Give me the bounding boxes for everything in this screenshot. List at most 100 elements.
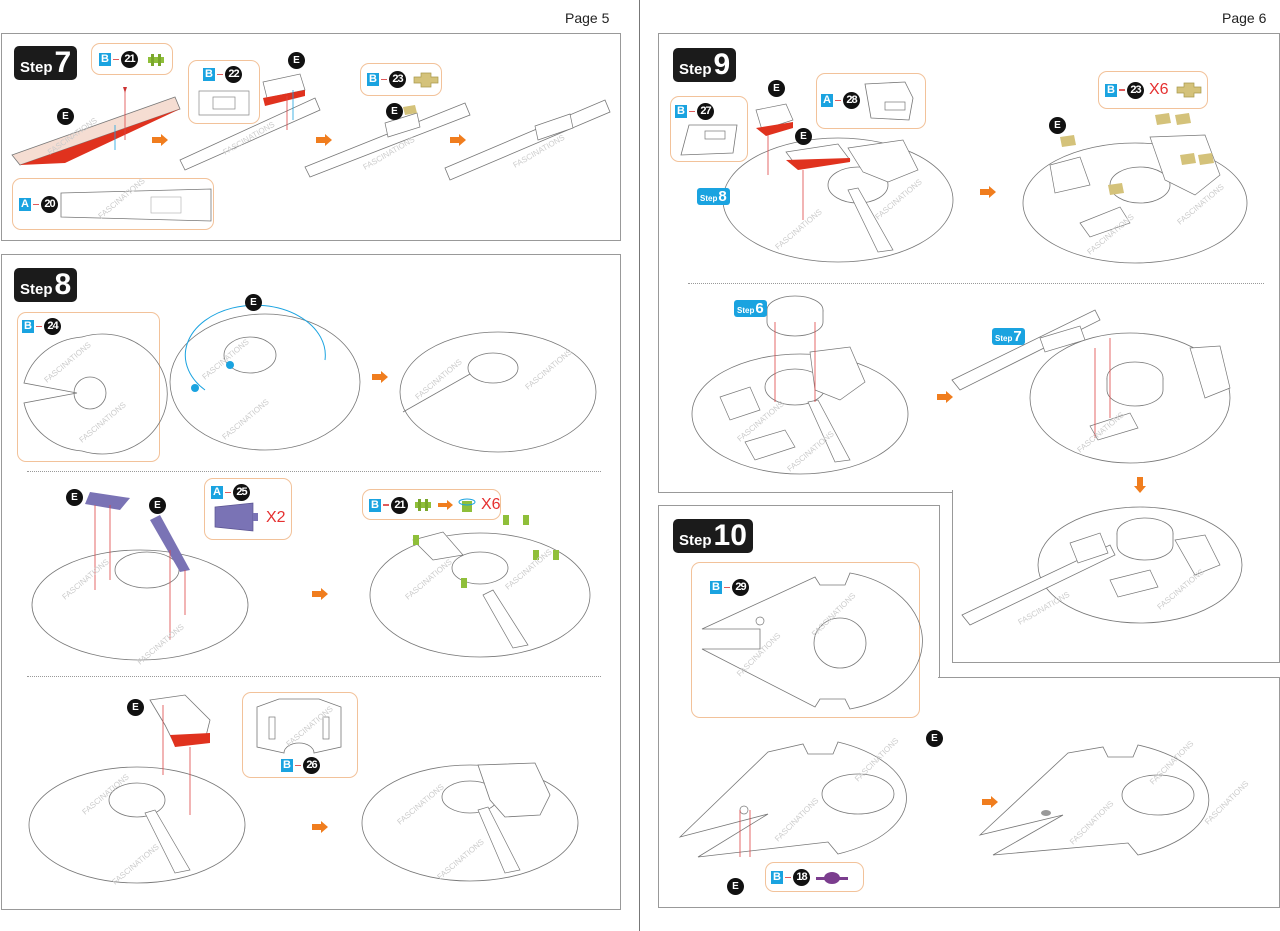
step-9-result: FASCINATIONS FASCINATIONS	[1022, 113, 1248, 264]
step-6-reference: Step 6	[734, 300, 767, 317]
part-number: 21	[121, 51, 138, 68]
part-a28-outline	[864, 81, 914, 121]
part-number: 29	[732, 579, 749, 596]
part-callout-b23-x6: B 23 X6	[1098, 71, 1208, 109]
step-10-base-assembly: FASCINATIONS FASCINATIONS	[678, 736, 907, 858]
e-marker: E	[727, 878, 744, 895]
panel-edge	[938, 677, 1279, 678]
part-b29-outline: FASCINATIONS FASCINATIONS	[701, 572, 923, 710]
part-callout-b29: B 29 FASCINATIONS FASCINATIONS	[691, 562, 923, 718]
page-number-5: Page 5	[565, 10, 610, 26]
part-number: 25	[233, 484, 250, 501]
sheet-label: B	[203, 68, 215, 81]
watermark: FASCINATIONS	[810, 591, 857, 638]
part-number: 27	[697, 103, 714, 120]
page-number-6: Page 6	[1222, 10, 1267, 26]
gold-piece-icon	[1176, 82, 1201, 98]
quantity-multiplier: X2	[266, 509, 286, 526]
step-number: 7	[54, 46, 72, 79]
part-callout-b18: B 18	[765, 862, 864, 892]
section-divider	[27, 676, 601, 677]
sheet-label: A	[821, 94, 833, 107]
sheet-label: B	[369, 498, 381, 512]
sheet-label: B	[99, 53, 111, 66]
step-7-badge: Step 7	[14, 46, 78, 80]
e-marker: E	[149, 497, 166, 514]
step-7-assembly-3: FASCINATIONS	[304, 102, 471, 178]
step-number: 9	[713, 48, 731, 81]
watermark: FASCINATIONS	[285, 704, 335, 748]
step-word: Step	[995, 334, 1013, 343]
sheet-label: B	[367, 73, 379, 86]
part-callout-b24: B 24 FASCINATIONS FASCINATIONS	[17, 312, 168, 462]
e-marker: E	[768, 80, 785, 97]
step-8-disc-result: FASCINATIONS FASCINATIONS	[399, 331, 597, 453]
green-clip-icon	[415, 499, 431, 511]
step-word: Step	[679, 61, 712, 78]
green-clip-icon	[148, 53, 164, 66]
step-10-badge: Step 10	[673, 519, 753, 553]
step-8-reference: Step 8	[697, 188, 730, 205]
e-marker: E	[127, 699, 144, 716]
step-word: Step	[20, 281, 53, 298]
part-number: 23	[1127, 81, 1144, 99]
step-8-clips-result: FASCINATIONS FASCINATIONS	[369, 515, 591, 658]
step-9-mandible-install: FASCINATIONS	[951, 309, 1231, 464]
part-callout-b23: B 23	[360, 63, 442, 96]
purple-disc-icon	[816, 871, 848, 884]
e-marker: E	[57, 108, 74, 125]
e-marker: E	[245, 294, 262, 311]
sheet-label: A	[211, 486, 223, 499]
quantity-multiplier: X6	[1149, 81, 1169, 98]
gold-piece-icon	[413, 72, 439, 87]
watermark: FASCINATIONS	[97, 176, 147, 220]
step-word: Step	[737, 306, 755, 315]
e-marker: E	[386, 103, 403, 120]
watermark: FASCINATIONS	[78, 400, 128, 444]
part-number: 28	[843, 92, 860, 109]
step-10-final-result: FASCINATIONS FASCINATIONS FASCINATIONS	[978, 739, 1250, 856]
e-marker: E	[926, 730, 943, 747]
step-word: Step	[20, 59, 53, 76]
sheet-label: B	[771, 871, 783, 884]
step-9-badge: Step 9	[673, 48, 737, 82]
step-7-reference: Step 7	[992, 328, 1025, 345]
part-callout-a25: A 25 X2	[204, 478, 292, 540]
part-callout-b21: B 21	[91, 43, 173, 75]
part-a20-outline: FASCINATIONS	[60, 176, 212, 222]
part-callout-b26: FASCINATIONS B 26	[242, 692, 358, 778]
part-number: 26	[303, 757, 320, 774]
part-number: 23	[389, 71, 406, 88]
step-8-cockpit-assembly: FASCINATIONS FASCINATIONS	[28, 694, 246, 887]
part-number: 18	[793, 869, 810, 886]
step-8-final-result: FASCINATIONS FASCINATIONS	[361, 762, 579, 882]
e-marker: E	[66, 489, 83, 506]
step-word: Step	[700, 194, 718, 203]
step-7-result: FASCINATIONS	[444, 99, 611, 181]
part-number: 20	[41, 196, 58, 213]
quantity-multiplier: X6	[481, 496, 501, 513]
part-number: 21	[391, 496, 408, 514]
step-number: 6	[755, 300, 764, 317]
step-8-gun-mount-assembly: FASCINATIONS FASCINATIONS	[31, 492, 249, 667]
part-callout-b21-x6: B 21 X6	[362, 489, 501, 520]
e-marker: E	[795, 128, 812, 145]
part-b26-outline: FASCINATIONS	[256, 698, 342, 754]
step-8-badge: Step 8	[14, 268, 78, 302]
step-word: Step	[679, 532, 712, 549]
orange-arrow-icon	[438, 500, 453, 510]
part-number: 22	[225, 66, 242, 83]
sheet-label: B	[22, 320, 34, 333]
section-divider	[688, 283, 1264, 284]
step-9-turret-install: FASCINATIONS FASCINATIONS	[691, 295, 909, 475]
purple-panel-icon	[214, 502, 258, 532]
sheet-label: B	[1105, 83, 1117, 97]
sheet-label: B	[710, 581, 722, 594]
section-divider	[27, 471, 601, 472]
step-7-part-a-illustration: FASCINATIONS	[11, 87, 181, 166]
step-7-assembly-2: FASCINATIONS	[179, 73, 321, 171]
step-8-disc-assembly: FASCINATIONS FASCINATIONS	[169, 304, 361, 451]
watermark: FASCINATIONS	[735, 631, 782, 678]
part-callout-a28: A 28	[816, 73, 926, 129]
part-callout-a20: A 20 FASCINATIONS	[12, 176, 214, 230]
